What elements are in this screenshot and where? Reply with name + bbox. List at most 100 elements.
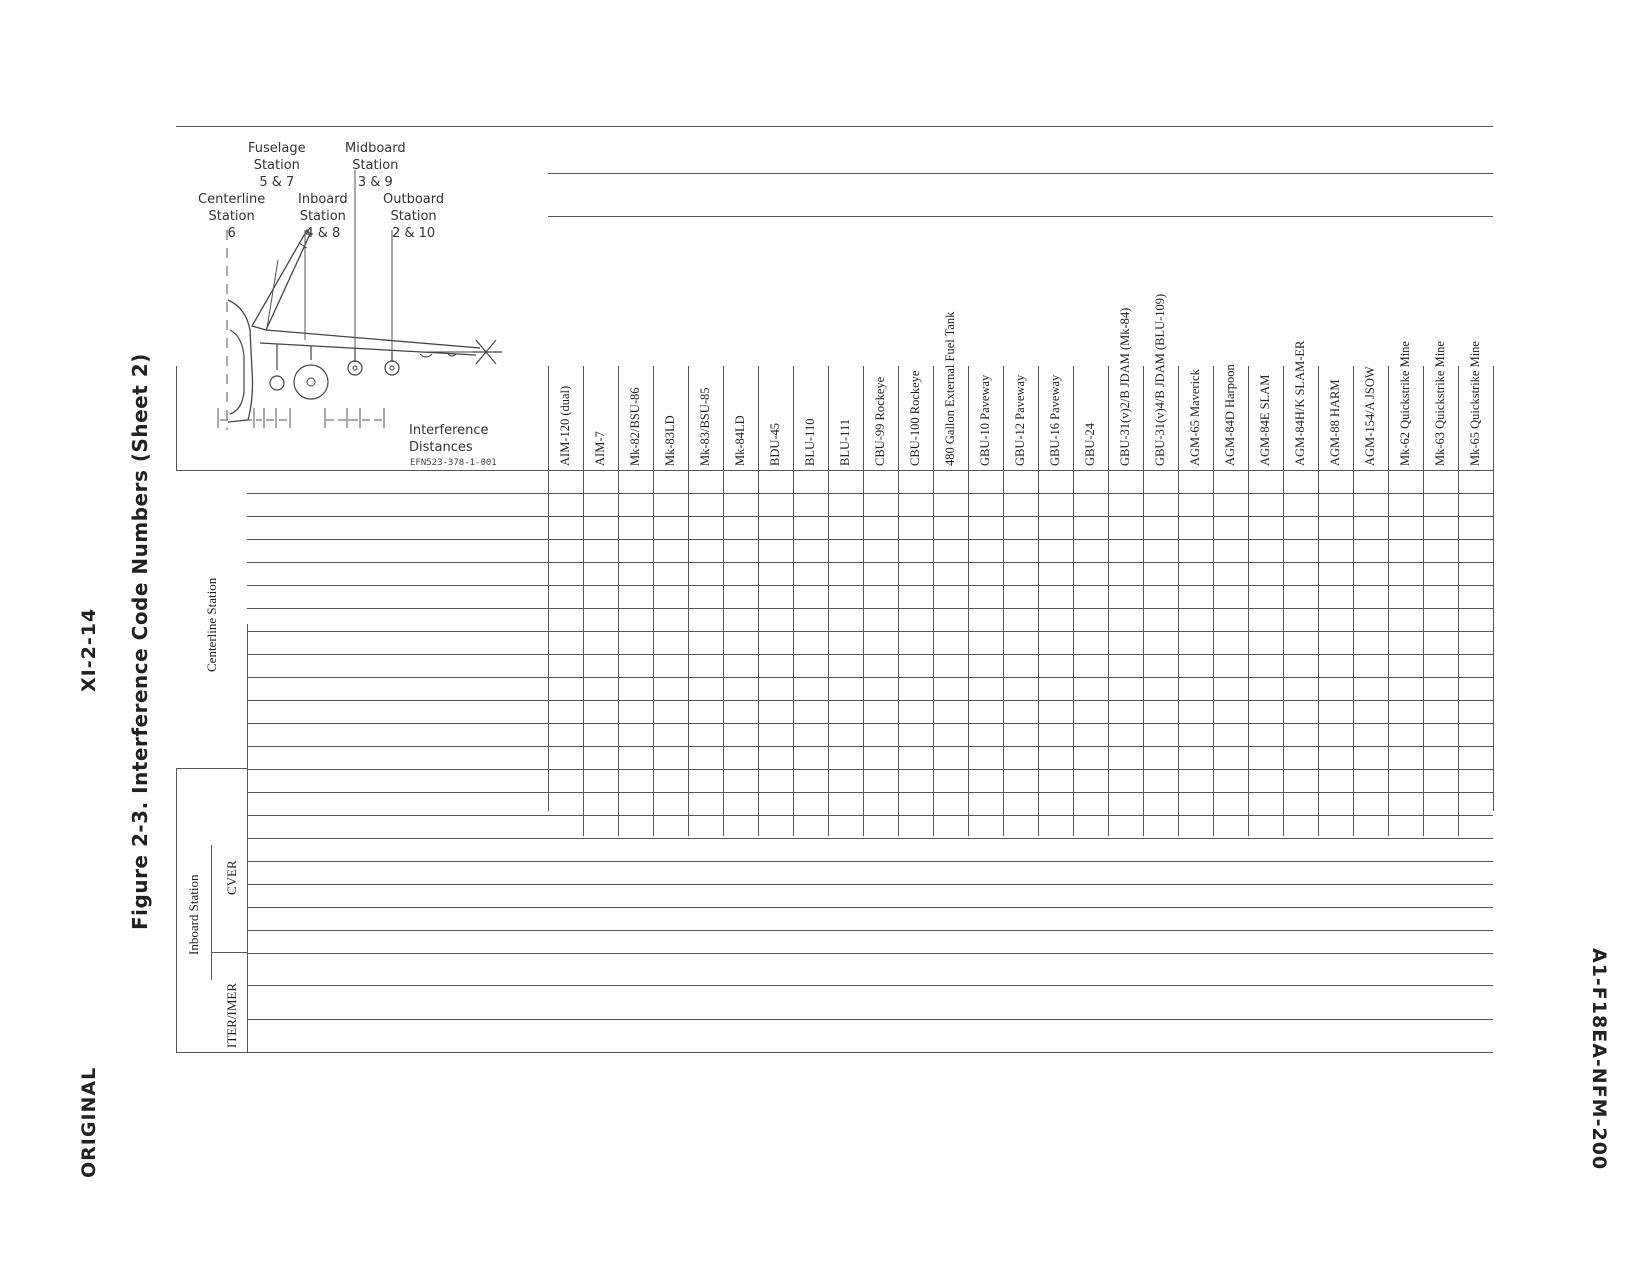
column-line [758, 366, 759, 836]
column-header: AGM-84H/K SLAM-ER [1293, 340, 1307, 466]
table-row-line [247, 631, 1493, 632]
table-row-line [247, 585, 1493, 586]
interference-distance-markers [217, 408, 385, 428]
intake-outline [229, 329, 245, 415]
label-fuselage-station: Fuselage Station 5 & 7 [248, 141, 306, 190]
column-line [1108, 366, 1109, 836]
column-header: Mk-62 Quickstrike Mine [1398, 341, 1412, 466]
inboard-store [293, 364, 329, 400]
table-row-line [247, 930, 1493, 931]
column-line [548, 366, 549, 811]
column-line [1038, 366, 1039, 836]
column-header: Mk-83/BSU-85 [698, 387, 712, 466]
header-line [548, 216, 1493, 217]
table-row-line [247, 884, 1493, 885]
table-bottom-border [176, 1052, 1493, 1053]
column-line [793, 366, 794, 836]
column-header: Mk-63 Quickstrike Mine [1433, 341, 1447, 466]
column-line [863, 366, 864, 836]
column-line [1003, 366, 1004, 836]
column-header: AIM-120 (dual) [558, 385, 572, 466]
table-row-line [247, 861, 1493, 862]
column-header: Mk-65 Quickstrike Mine [1468, 341, 1482, 466]
column-header: AGM-154/A JSOW [1363, 366, 1377, 466]
row-group-centerline: Centerline Station [204, 577, 219, 672]
column-header: Mk-83LD [663, 415, 677, 466]
table-row-line [247, 723, 1493, 724]
table-row-line [247, 539, 1493, 540]
fuselage-outline [227, 299, 254, 423]
table-row-line [247, 746, 1493, 747]
column-line [1318, 366, 1319, 836]
column-line [1353, 366, 1354, 836]
column-header: AGM-65 Maverick [1188, 369, 1202, 466]
table-row-line [247, 953, 1493, 954]
table-row-line [247, 838, 1493, 839]
table-row-line [247, 907, 1493, 908]
row-group-cver: CVER [224, 860, 239, 895]
label-inboard-station: Inboard Station 4 & 8 [298, 192, 348, 241]
column-line [1143, 366, 1144, 836]
column-header: AGM-84D Harpoon [1223, 364, 1237, 466]
table-row-line [247, 985, 1493, 986]
column-line [1388, 366, 1389, 836]
column-header: 480 Gallon External Fuel Tank [943, 311, 957, 466]
table-row-line [247, 1019, 1493, 1020]
column-line [898, 366, 899, 836]
column-header: Mk-84LD [733, 415, 747, 466]
column-header: Mk-82/BSU-86 [628, 387, 642, 466]
column-line [1073, 366, 1074, 836]
column-line [933, 366, 934, 836]
table-row-line [247, 815, 1493, 816]
left-border [176, 366, 177, 470]
fuselage-store [269, 375, 285, 391]
wing-lower [259, 342, 477, 356]
column-line [1283, 366, 1284, 836]
inner-left-border [247, 624, 248, 1052]
table-row-line [247, 792, 1493, 793]
table-top-border [176, 126, 1493, 127]
wing-upper [265, 329, 481, 349]
column-header: GBU-24 [1083, 422, 1097, 466]
column-line [653, 366, 654, 836]
column-header: AIM-7 [593, 431, 607, 466]
column-line [618, 366, 619, 836]
column-line [1493, 366, 1494, 811]
left-border [176, 768, 177, 1052]
column-line [1213, 366, 1214, 836]
table-row-line [247, 677, 1493, 678]
column-line [723, 366, 724, 836]
table-row-line [247, 700, 1493, 701]
row-group-inboard: Inboard Station [186, 874, 201, 955]
column-header: GBU-10 Paveway [978, 374, 992, 466]
label-centerline-station: Centerline Station 6 [198, 192, 266, 241]
column-line [583, 366, 584, 836]
figure-id: EFN523-378-1-001 [410, 458, 497, 468]
column-header: AGM-84E SLAM [1258, 374, 1272, 466]
column-line [688, 366, 689, 836]
group-border [247, 845, 248, 900]
group-separator [211, 952, 247, 953]
row-group-iter-imer: ITER/IMER [224, 983, 239, 1048]
table-row-line [247, 769, 1493, 770]
column-header: AGM-88 HARM [1328, 379, 1342, 466]
outboard-store [384, 360, 400, 376]
table-row-line [247, 608, 1493, 609]
table-row-line [247, 654, 1493, 655]
column-header: CBU-99 Rockeye [873, 376, 887, 466]
column-header: GBU-31(v)4/B JDAM (BLU-109) [1153, 293, 1167, 466]
column-line [828, 366, 829, 836]
column-line [1458, 366, 1459, 836]
column-header: BDU-45 [768, 422, 782, 466]
column-header: GBU-31(v)2/B JDAM (Mk-84) [1118, 307, 1132, 466]
group-separator [176, 768, 248, 769]
column-header: CBU-100 Rockeye [908, 370, 922, 466]
midboard-store [347, 360, 363, 376]
column-header: BLU-111 [838, 419, 852, 466]
column-line [968, 366, 969, 836]
label-midboard-station: Midboard Station 3 & 9 [345, 141, 406, 190]
header-bottom-border [176, 470, 1493, 471]
aircraft-wing-diagram [217, 170, 502, 430]
label-outboard-station: Outboard Station 2 & 10 [383, 192, 445, 241]
